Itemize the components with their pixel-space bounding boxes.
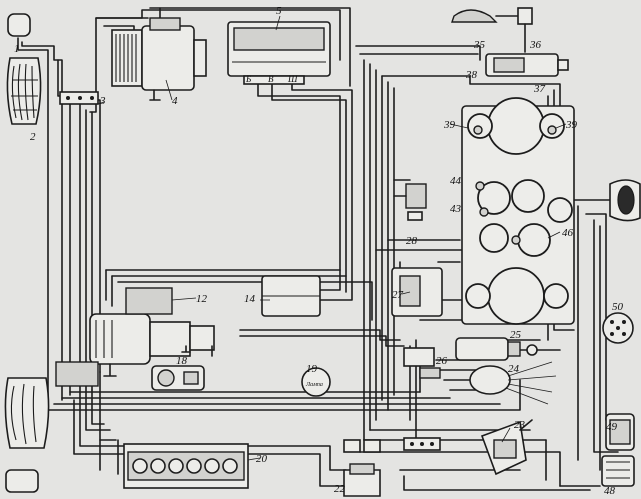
label-12: 12 [196,293,208,305]
label-leaders [97,15,567,461]
headlight-right [609,179,641,222]
label-38: 38 [465,69,478,81]
label-50: 50 [612,301,624,313]
label-43: 43 [450,203,462,215]
rear-lamp-49 [605,413,635,451]
label-39-right: 39 [565,119,578,131]
instrument-cluster [461,97,575,325]
label-44: 44 [450,175,462,187]
light-switch-24 [469,361,557,405]
label-20: 20 [256,453,268,465]
label-14: 14 [244,293,256,305]
socket-50 [602,312,634,344]
label-49: 49 [606,421,618,433]
fuse-block [123,443,249,489]
terminal-sh: Ш [287,74,298,84]
lamp-19 [301,367,331,397]
distributor-23 [480,419,533,476]
connector-22 [343,439,381,497]
headlight-left [6,13,42,125]
lamp-19-text: Лампа [305,382,323,388]
starter [89,287,215,377]
sender-28 [393,183,427,221]
label-4: 4 [172,95,178,107]
label-3: 3 [99,95,106,107]
ground-symbols [181,345,213,357]
junction-block-bottom [403,437,441,451]
label-26: 26 [436,355,448,367]
label-2: 2 [30,131,36,143]
label-25: 25 [510,329,522,341]
headlight-lower-left [4,361,99,493]
label-18: 18 [176,355,188,367]
label-5: 5 [276,5,282,17]
label-27: 27 [392,289,404,301]
relay-26 [403,347,441,379]
label-36: 36 [529,39,542,51]
label-22: 22 [334,483,346,495]
label-19: 19 [306,363,318,375]
component-labels: 1 2 3 4 5 Б В Ш 35 36 37 38 39 39 44 43 … [14,5,624,497]
label-35: 35 [473,39,486,51]
relay-27 [391,267,443,317]
horn-18 [151,365,205,391]
switch-cluster-35-38 [451,7,569,77]
voltage-regulator [227,21,331,85]
terminal-b: Б [245,74,252,84]
label-28: 28 [406,235,418,247]
generator [111,17,207,101]
junction-block-3 [59,91,99,105]
label-39-left: 39 [443,119,456,131]
label-24: 24 [508,363,520,375]
label-37: 37 [533,83,546,95]
label-23: 23 [514,419,526,431]
terminal-v: В [268,74,274,84]
label-1: 1 [14,43,20,55]
ignition-switch-25 [455,337,538,361]
rear-lamp-48 [601,455,635,487]
ignition-coil-14 [261,275,321,317]
label-46: 46 [562,227,574,239]
label-48: 48 [604,485,616,497]
